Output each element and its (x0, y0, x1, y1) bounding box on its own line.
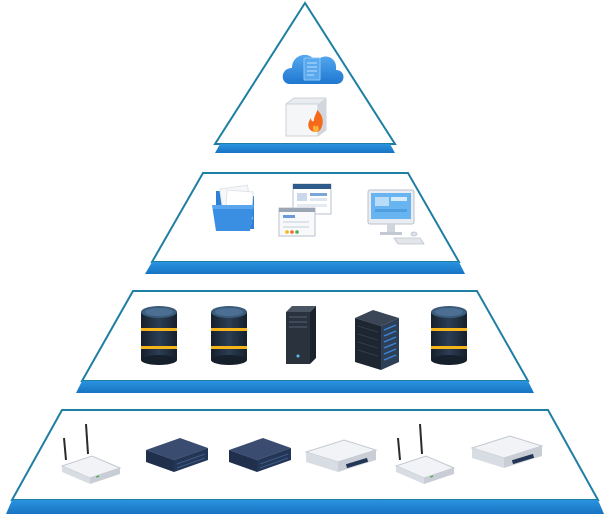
wireless-router-icon (394, 423, 456, 484)
firewall-icon (285, 97, 327, 137)
tier-4-network-hardware (6, 409, 604, 514)
tier-3-storage-servers (76, 290, 534, 393)
desktop-computer-icon (367, 189, 425, 245)
tower-server-icon (286, 306, 316, 364)
tier-band (215, 144, 395, 153)
cloud-icon (282, 54, 344, 84)
network-switch-icon (470, 435, 544, 468)
tier-1-cloud-security (213, 1, 397, 153)
database-icon (211, 306, 247, 365)
database-icon (431, 306, 467, 365)
network-switch-icon (304, 439, 378, 472)
folder-icon (212, 184, 254, 231)
tier-band (6, 500, 604, 514)
server-rack-icon (355, 310, 399, 370)
tier-band (145, 262, 465, 274)
rack-server-icon (229, 438, 291, 472)
wireless-router-icon (60, 423, 122, 484)
database-icon (141, 306, 177, 365)
tier-band (76, 381, 534, 393)
web-dashboard-icon (278, 183, 332, 237)
rack-server-icon (146, 438, 208, 472)
tier-2-applications (145, 172, 465, 274)
